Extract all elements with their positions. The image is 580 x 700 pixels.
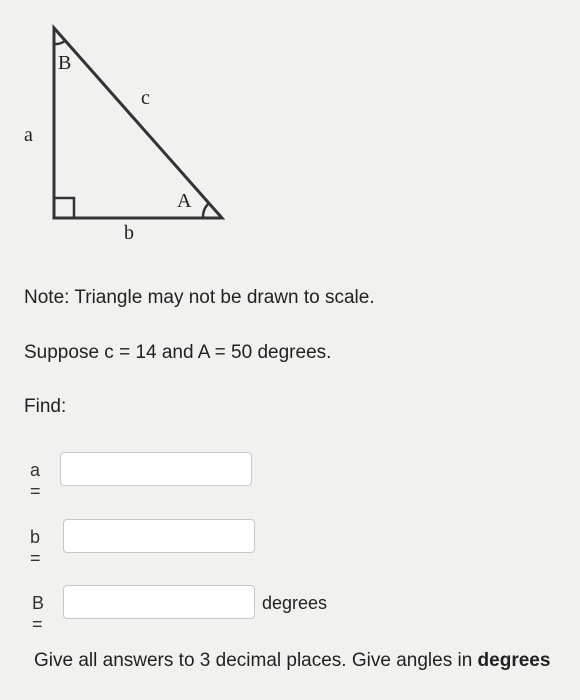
field-B-label: B = [32,593,45,634]
right-angle-mark [54,196,76,218]
instructions-emphasis: degrees [477,650,551,671]
triangle-outline [52,24,226,220]
vertex-A-label: A [177,190,192,212]
side-a-label: a [24,124,33,146]
answer-b-input[interactable] [63,519,255,553]
answer-a-input[interactable] [60,452,252,486]
triangle-diagram: B A a b c [0,0,300,260]
vertex-B-label: B [58,52,72,74]
degrees-unit-label: degrees [262,593,328,613]
answer-B-input[interactable] [63,585,255,619]
instructions-text: Give all answers to 3 decimal places. Gi… [34,650,478,671]
side-c-label: c [141,87,150,109]
field-a-label: a = [30,460,41,501]
angle-B-arc [53,38,67,46]
given-values: Suppose c = 14 and A = 50 degrees. [24,342,332,363]
scale-note: Note: Triangle may not be drawn to scale… [24,287,375,308]
triangle-figure [52,24,226,220]
instructions-footer: Give all answers to 3 decimal places. Gi… [34,650,550,672]
side-b-label: b [124,222,134,244]
angle-A-arc [201,203,209,219]
find-label: Find: [24,396,67,417]
field-b-label: b = [30,527,41,568]
